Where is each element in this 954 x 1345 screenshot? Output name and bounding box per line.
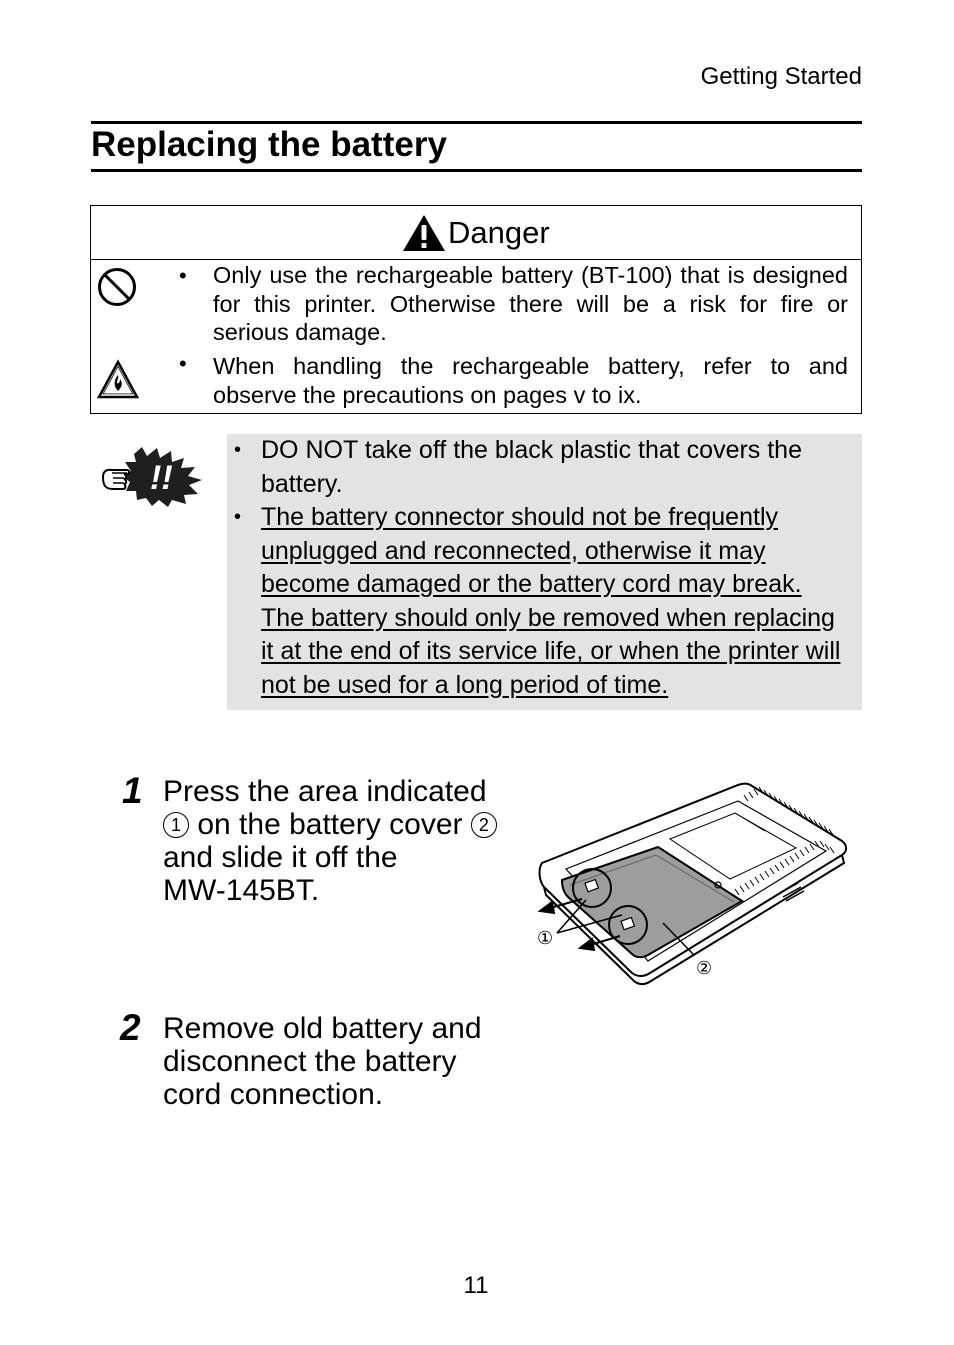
note-line: battery. [261,469,343,498]
step-text: Remove old battery and disconnect the ba… [163,1012,533,1111]
warning-triangle-icon [403,215,445,251]
note-line: unplugged and reconnected, otherwise it … [261,536,766,565]
page-title: Replacing the battery [91,125,447,164]
step-line: MW-145BT. [163,874,320,907]
running-header: Getting Started [700,63,862,90]
callout-marker: 2 [470,812,497,838]
note-bullet: • [234,506,242,528]
note-item: • The battery connector should not be fr… [234,501,859,703]
note-line: DO NOT take off the black plastic that c… [261,436,802,464]
title-bottom-rule [91,169,862,172]
step-number: 2 [120,1007,141,1048]
danger-text: When handling the rechargeable battery, … [213,353,848,408]
prohibition-icon [98,268,136,306]
note-bullet: • [234,439,242,461]
note-line: The battery connector should not be freq… [261,503,778,531]
title-top-rule [91,121,862,124]
step-line: cord connection. [163,1078,384,1111]
callout-label-1: ① [537,928,553,949]
danger-item: • Only use the rechargeable battery (BT-… [91,261,861,347]
note-line: The battery should only be removed when … [261,603,835,632]
note-line: become damaged or the battery cord may b… [261,570,802,599]
step-line: Press the area indicated [163,775,487,808]
pointing-hand-attention-icon: !! [101,447,202,507]
step-line: 1 on the battery cover 2 [163,808,533,841]
step-line: Remove old battery and [163,1012,482,1045]
printer-battery-illustration: ① ② [537,782,848,985]
step-number: 1 [122,770,143,811]
step-line-text: on the battery cover [197,808,463,841]
note-item: • DO NOT take off the black plastic that… [234,434,859,501]
step-line: disconnect the battery [163,1045,457,1078]
step-line: and slide it off the [163,841,398,874]
fire-hazard-icon [96,359,140,399]
danger-bullet: • [179,263,187,288]
danger-title: Danger [448,215,550,250]
danger-header: Danger [91,206,861,260]
danger-item: • When handling the rechargeable battery… [91,349,861,411]
page-number: 11 [463,1272,489,1299]
danger-bullet: • [179,351,187,376]
note-line: not be used for a long period of time. [261,670,669,699]
note-line: it at the end of its service life, or wh… [261,637,841,666]
callout-label-2: ② [696,958,712,979]
callout-marker: 1 [163,812,189,838]
note-icon-label: !! [150,459,173,497]
step-text: Press the area indicated 1 on the batter… [163,775,533,907]
danger-text: Only use the rechargeable battery (BT-10… [213,262,848,345]
note-box: • DO NOT take off the black plastic that… [227,434,862,710]
danger-box: Danger • Only use the rechargeable batte… [90,205,862,414]
